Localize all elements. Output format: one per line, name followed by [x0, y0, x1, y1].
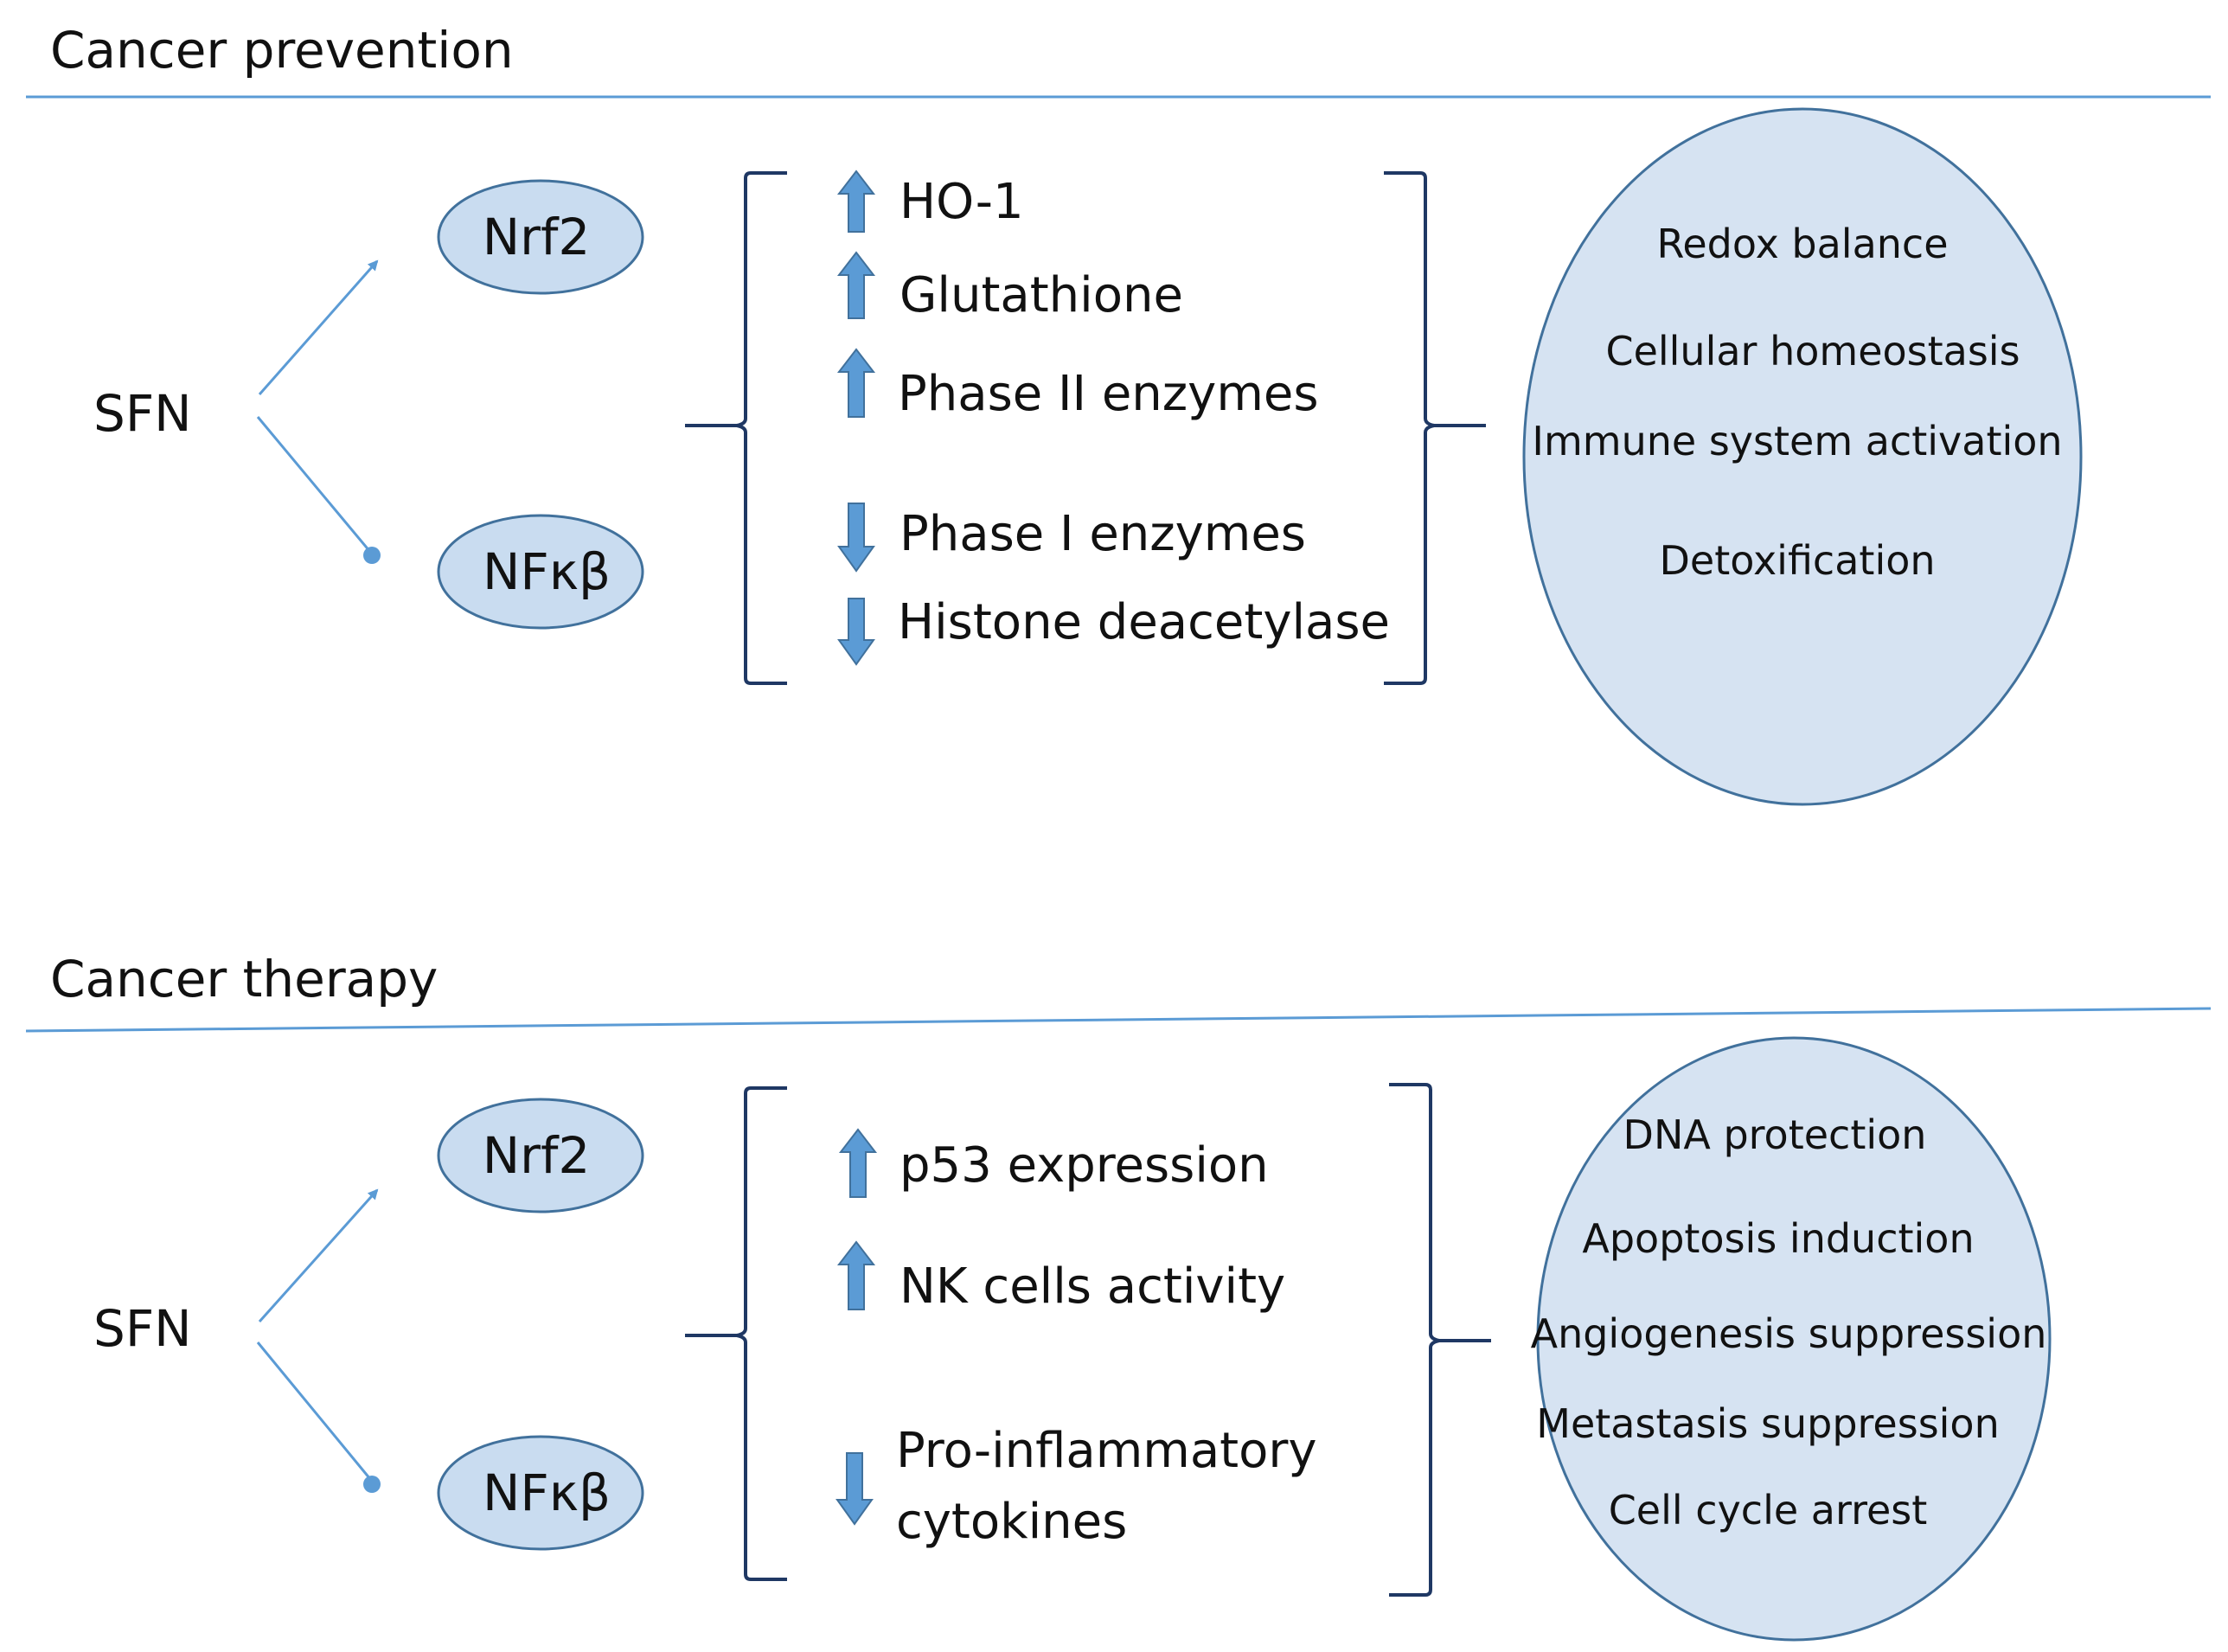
down-arrow-icon	[836, 1452, 874, 1526]
down-arrow-icon	[837, 598, 875, 666]
down-arrow-icon	[837, 503, 875, 573]
therapy-effect-cytokines-line1: Pro-inflammatory	[896, 1423, 1317, 1479]
prevention-outcome-redox: Redox balance	[1656, 221, 1948, 267]
therapy-effect-p53: p53 expression	[900, 1137, 1269, 1194]
therapy-effect-nk: NK cells activity	[900, 1258, 1285, 1315]
prevention-left-brace	[685, 171, 787, 685]
therapy-outcome-ellipse	[1536, 1036, 2052, 1642]
up-arrow-icon	[836, 251, 876, 319]
prevention-title: Cancer prevention	[50, 21, 514, 80]
therapy-outcome-apoptosis: Apoptosis induction	[1582, 1215, 1974, 1262]
prevention-outcome-immune: Immune system activation	[1532, 418, 2062, 464]
prevention-effect-phase2: Phase II enzymes	[898, 366, 1319, 422]
therapy-right-brace	[1389, 1083, 1491, 1597]
prevention-effect-glutathione: Glutathione	[900, 267, 1183, 323]
prevention-section: Cancer prevention SFN Nrf2 NFκβ HO-1 Glu…	[26, 21, 2211, 806]
up-arrow-icon	[836, 170, 876, 233]
therapy-section: Cancer therapy SFN Nrf2 NFκβ p53 express…	[25, 950, 2212, 1642]
prevention-outcome-homeostasis: Cellular homeostasis	[1605, 328, 2020, 375]
therapy-left-brace	[685, 1086, 787, 1581]
prevention-nrf2-label: Nrf2	[483, 208, 591, 266]
prevention-outcome-detox: Detoxification	[1659, 537, 1935, 584]
prevention-effect-phase1: Phase I enzymes	[900, 506, 1306, 562]
therapy-activation-arrow	[258, 1188, 379, 1323]
therapy-outcome-cellcycle: Cell cycle arrest	[1609, 1487, 1928, 1534]
therapy-nfkb-node	[437, 1435, 644, 1551]
therapy-effect-cytokines-line2: cytokines	[896, 1494, 1127, 1550]
prevention-inhibition-dot	[363, 547, 381, 564]
prevention-nrf2-node	[437, 179, 644, 295]
prevention-nfkb-node	[437, 514, 644, 630]
prevention-outcome-ellipse	[1522, 107, 2083, 806]
prevention-right-brace	[1384, 171, 1486, 685]
prevention-effect-hdac: Histone deacetylase	[898, 594, 1390, 650]
up-arrow-icon	[836, 348, 876, 418]
therapy-title: Cancer therapy	[50, 950, 438, 1008]
therapy-inhibition-line	[256, 1341, 372, 1480]
therapy-divider	[25, 1007, 2212, 1033]
therapy-nrf2-node	[437, 1098, 644, 1213]
therapy-outcome-angiogenesis: Angiogenesis suppression	[1531, 1310, 2047, 1357]
therapy-nrf2-label: Nrf2	[483, 1126, 591, 1185]
prevention-inhibition-line	[256, 416, 372, 553]
therapy-sfn-label: SFN	[93, 1299, 192, 1358]
up-arrow-icon	[838, 1128, 878, 1198]
up-arrow-icon	[836, 1240, 876, 1310]
therapy-nfkb-label: NFκβ	[483, 1463, 611, 1522]
prevention-nfkb-label: NFκβ	[483, 542, 611, 601]
therapy-outcome-metastasis: Metastasis suppression	[1536, 1400, 1999, 1447]
prevention-sfn-label: SFN	[93, 384, 192, 443]
prevention-effect-ho1: HO-1	[900, 174, 1024, 230]
therapy-inhibition-dot	[363, 1476, 381, 1493]
prevention-activation-arrow	[258, 259, 379, 395]
therapy-outcome-dna: DNA protection	[1623, 1111, 1927, 1158]
